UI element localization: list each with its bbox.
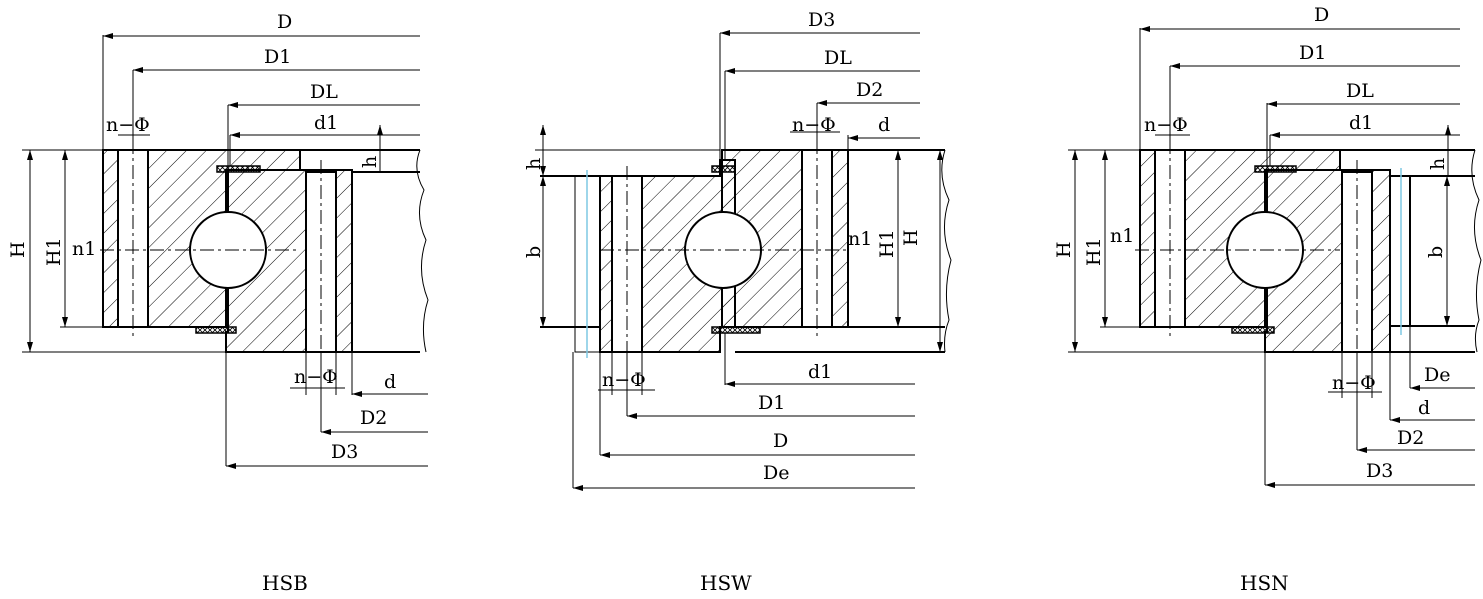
- hsw-label-nphi-top: n−Φ: [792, 114, 836, 136]
- hsw-label-D: D: [773, 430, 788, 452]
- hsn-label-b: b: [1425, 246, 1447, 258]
- hsb-label-n1: n1: [72, 238, 96, 260]
- hsb-label-nphi-top: n−Φ: [106, 114, 150, 136]
- hsn-caption: HSN: [1240, 571, 1289, 595]
- hsb-label-d: d: [384, 371, 396, 393]
- hsw-label-D2: D2: [856, 79, 883, 101]
- hsn-label-d1: d1: [1349, 112, 1373, 134]
- hsn-label-n1: n1: [1110, 225, 1134, 247]
- hsn-label-DL: DL: [1346, 80, 1374, 102]
- hsn-label-D: D: [1314, 4, 1329, 26]
- hsb-caption: HSB: [262, 571, 308, 595]
- hsw-label-H1: H1: [876, 229, 898, 258]
- hsb-label-D: D: [277, 11, 292, 33]
- diagram-hsn: D D1 DL d1 n−Φ h H H1 n1 b n−Φ De d: [1053, 4, 1482, 595]
- hsw-label-D1: D1: [758, 392, 785, 414]
- hsw-label-h: h: [523, 158, 545, 170]
- hsw-label-D3: D3: [808, 9, 835, 31]
- hsw-label-DL: DL: [824, 47, 852, 69]
- hsb-label-h: h: [359, 156, 381, 168]
- hsw-label-d: d: [878, 114, 890, 136]
- hsw-caption: HSW: [700, 571, 752, 595]
- hsn-label-H: H: [1053, 241, 1075, 258]
- hsw-label-De: De: [763, 462, 789, 484]
- hsw-label-n1: n1: [848, 228, 872, 250]
- hsw-label-H: H: [900, 229, 922, 246]
- hsw-label-nphi-bottom: n−Φ: [602, 369, 646, 391]
- hsn-label-D3: D3: [1366, 460, 1393, 482]
- hsb-label-d1: d1: [314, 112, 338, 134]
- diagram-hsb: D D1 DL d1 n−Φ h H H1 n1 n−Φ d D2 D3 HSB: [7, 11, 429, 595]
- hsb-label-H1: H1: [43, 237, 65, 266]
- hsb-label-D3: D3: [331, 441, 358, 463]
- hsn-label-nphi-top: n−Φ: [1144, 114, 1188, 136]
- hsn-label-De: De: [1424, 364, 1450, 386]
- hsn-label-D1: D1: [1299, 42, 1326, 64]
- hsn-label-H1: H1: [1083, 237, 1105, 266]
- hsn-label-h: h: [1427, 158, 1449, 170]
- hsb-label-DL: DL: [310, 81, 338, 103]
- hsw-label-b: b: [523, 246, 545, 258]
- hsb-label-D2: D2: [360, 407, 387, 429]
- hsw-label-d1: d1: [808, 361, 832, 383]
- hsb-label-D1: D1: [264, 46, 291, 68]
- hsn-label-d: d: [1418, 397, 1430, 419]
- hsn-label-D2: D2: [1397, 427, 1424, 449]
- hsn-label-nphi-bottom: n−Φ: [1332, 372, 1376, 394]
- diagram-hsw: D3 DL D2 n−Φ d h b n1 H1 H n−Φ d1 D1 D D…: [523, 9, 952, 595]
- hsb-label-nphi-bottom: n−Φ: [294, 366, 338, 388]
- hsb-label-H: H: [7, 241, 29, 258]
